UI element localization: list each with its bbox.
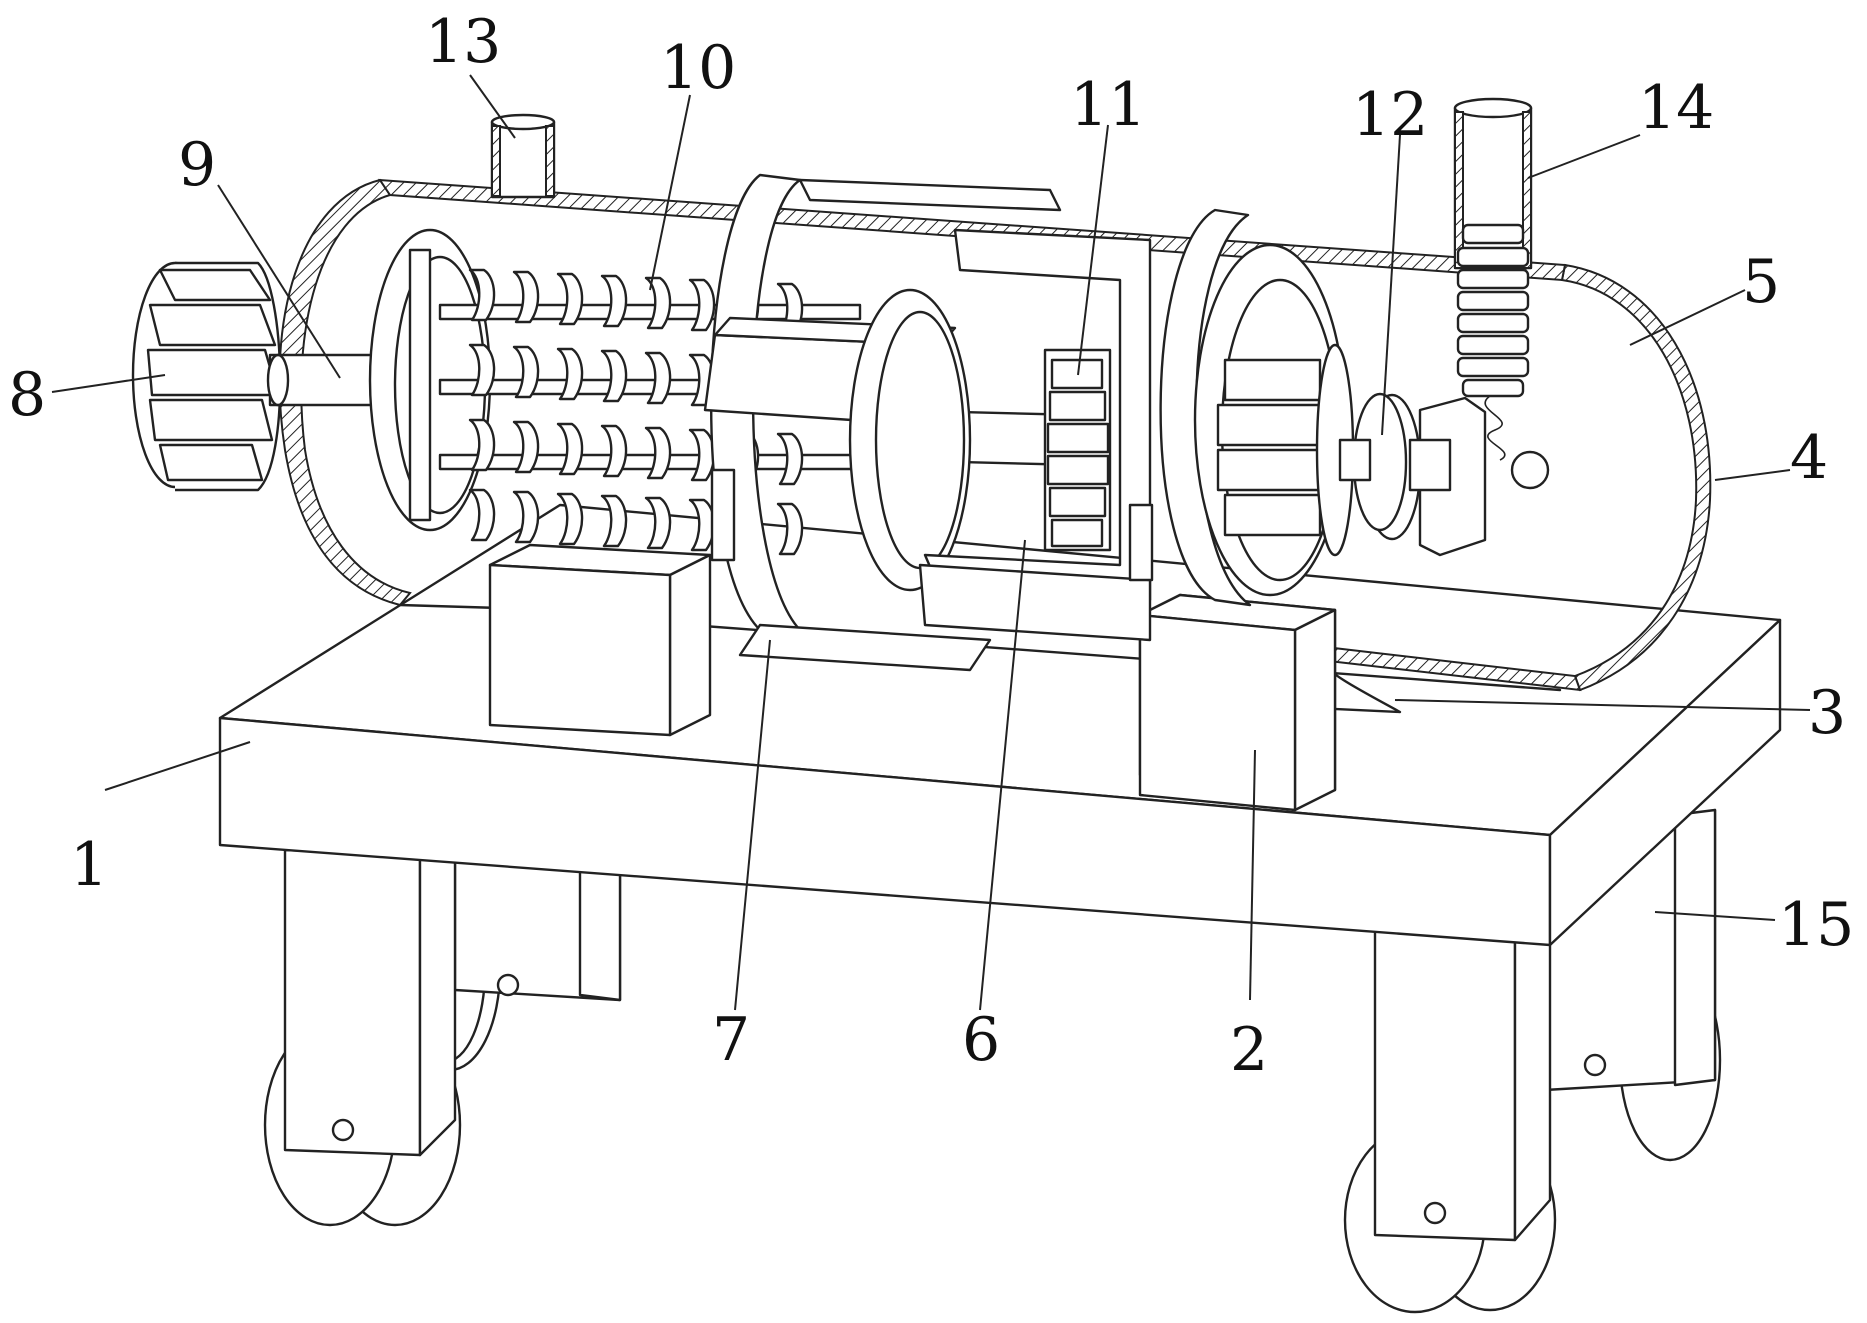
stirring-blade — [688, 428, 716, 482]
stirring-blade — [644, 351, 672, 405]
stirring-blade — [512, 420, 540, 474]
label-14: 14 — [1638, 73, 1714, 143]
label-9: 9 — [178, 130, 216, 200]
coupling — [1338, 392, 1487, 557]
label-10: 10 — [660, 33, 736, 103]
stirring-blade — [468, 343, 496, 397]
reference-labels: 1 2 3 4 5 6 7 8 9 10 11 12 13 14 15 — [8, 7, 1854, 1085]
stirring-blade — [644, 496, 672, 550]
stirring-blade — [468, 488, 496, 542]
second-ring — [1128, 208, 1252, 607]
outlet-pipe — [1453, 97, 1550, 490]
label-13: 13 — [425, 7, 501, 77]
inlet-pipe — [490, 113, 556, 199]
stirring-blade — [468, 418, 496, 472]
stirring-blade — [512, 270, 540, 324]
rear-support — [488, 543, 712, 737]
stirring-blade — [556, 272, 584, 326]
sleeve — [709, 173, 1062, 672]
stirring-blade — [556, 492, 584, 546]
stirring-blade — [600, 424, 628, 478]
front-left-leg — [263, 848, 462, 1227]
label-5: 5 — [1742, 247, 1780, 317]
label-12: 12 — [1352, 80, 1428, 150]
label-2: 2 — [1230, 1015, 1268, 1085]
right-motor — [1193, 243, 1355, 597]
stirring-blade — [600, 274, 628, 328]
label-7: 7 — [712, 1005, 750, 1075]
stirring-blade — [556, 422, 584, 476]
stirring-blade — [776, 432, 804, 486]
left-motor — [131, 261, 282, 492]
stirring-blade — [600, 494, 628, 548]
front-support — [1138, 593, 1337, 812]
stirring-blade — [688, 278, 716, 332]
stirring-blade — [512, 490, 540, 544]
stirring-blade — [556, 347, 584, 401]
leader-lines — [51, 74, 1811, 1011]
label-6: 6 — [962, 1005, 1000, 1075]
stirring-blade — [600, 349, 628, 403]
gear — [1043, 348, 1112, 552]
stirring-blade — [644, 276, 672, 330]
label-8: 8 — [8, 360, 46, 430]
front-right-leg — [1343, 923, 1557, 1314]
label-1: 1 — [70, 830, 108, 900]
stirring-blade — [644, 426, 672, 480]
label-4: 4 — [1790, 423, 1828, 493]
stirring-blade — [688, 498, 716, 552]
stirring-blade — [468, 268, 496, 322]
label-15: 15 — [1778, 890, 1854, 960]
label-3: 3 — [1808, 678, 1846, 748]
stirring-blade — [512, 345, 540, 399]
stirring-blade — [776, 502, 804, 556]
rotor-drum — [848, 228, 1152, 642]
spring-filter — [1456, 223, 1550, 490]
label-11: 11 — [1070, 70, 1146, 140]
